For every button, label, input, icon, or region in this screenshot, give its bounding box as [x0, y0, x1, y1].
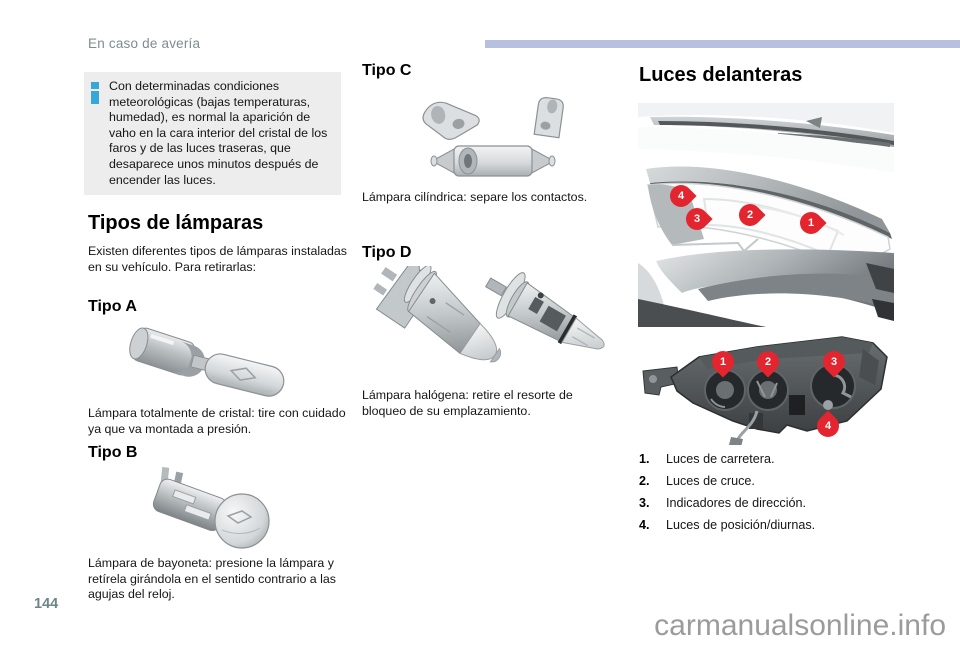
front-lights-legend: 1. Luces de carretera. 2. Luces de cruce… [639, 452, 939, 540]
page-number: 144 [34, 596, 59, 612]
section-title-lamp-types: Tipos de lámparas [88, 212, 264, 234]
headlight-rear-illustration: 1 2 3 4 [637, 333, 893, 447]
legend-number: 2. [639, 474, 650, 488]
info-note-box: Con determinadas condiciones meteorológi… [84, 72, 341, 195]
legend-item-1: 1. Luces de carretera. [639, 452, 939, 474]
tipo-d-bulb-illustration [362, 259, 608, 389]
running-header: En caso de avería [88, 36, 201, 51]
legend-item-3: 3. Indicadores de dirección. [639, 496, 939, 518]
accent-bar [485, 40, 960, 48]
tipo-b-bulb-illustration [132, 466, 292, 559]
caption-tipo-b: Lámpara de bayoneta: presione la lámpara… [88, 556, 336, 602]
legend-item-2: 2. Luces de cruce. [639, 474, 939, 496]
heading-tipo-a: Tipo A [88, 298, 137, 315]
legend-label: Indicadores de dirección. [666, 496, 807, 510]
front-lights-location-illustration: 4 3 2 1 [638, 103, 894, 327]
legend-number: 3. [639, 496, 650, 510]
legend-label: Luces de posición/diurnas. [666, 518, 816, 532]
legend-label: Luces de carretera. [666, 452, 775, 466]
heading-tipo-b: Tipo B [88, 444, 138, 461]
legend-number: 4. [639, 518, 650, 532]
legend-number: 1. [639, 452, 650, 466]
tipo-c-bulb-illustration [398, 92, 588, 191]
section-title-front-lights: Luces delanteras [639, 64, 803, 86]
heading-tipo-c: Tipo C [362, 62, 412, 79]
info-note-text: Con determinadas condiciones meteorológi… [109, 79, 328, 187]
lamp-types-intro: Existen diferentes tipos de lámparas ins… [88, 244, 347, 274]
legend-item-4: 4. Luces de posición/diurnas. [639, 518, 939, 540]
caption-tipo-d: Lámpara halógena: retire el resorte de b… [362, 388, 573, 418]
tipo-a-bulb-illustration [118, 320, 298, 409]
caption-tipo-c: Lámpara cilíndrica: separe los contactos… [362, 190, 588, 204]
info-icon [91, 82, 100, 189]
caption-tipo-a: Lámpara totalmente de cristal: tire con … [88, 406, 346, 436]
heading-tipo-d: Tipo D [362, 244, 412, 261]
watermark-text: carmanualsonline.info [654, 609, 946, 642]
legend-label: Luces de cruce. [666, 474, 755, 488]
